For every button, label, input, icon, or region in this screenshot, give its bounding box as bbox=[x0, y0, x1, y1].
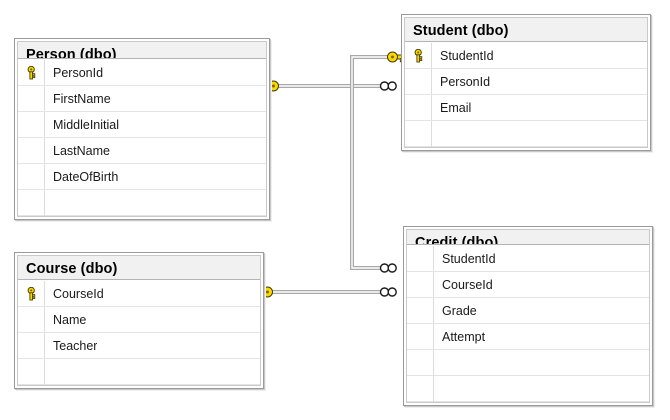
infinity-icon bbox=[379, 263, 397, 273]
relationship-person-student[interactable] bbox=[258, 80, 397, 92]
key-gutter-divider bbox=[431, 43, 432, 147]
field-name: PersonId bbox=[53, 65, 104, 80]
table-title[interactable]: Credit (dbo) bbox=[407, 230, 649, 245]
empty-field-row[interactable] bbox=[405, 121, 647, 147]
field-name: FirstName bbox=[53, 91, 111, 106]
key-cell bbox=[18, 86, 44, 111]
empty-field-row[interactable] bbox=[18, 359, 260, 385]
field-row[interactable]: StudentId bbox=[405, 43, 647, 69]
field-name: Name bbox=[53, 312, 87, 327]
field-row[interactable]: Attempt bbox=[407, 324, 649, 350]
field-row[interactable]: PersonId bbox=[405, 69, 647, 95]
key-cell bbox=[407, 272, 433, 297]
field-name: DateOfBirth bbox=[53, 169, 119, 184]
key-cell bbox=[18, 307, 44, 332]
field-name: LastName bbox=[53, 143, 110, 158]
key-cell bbox=[407, 298, 433, 323]
field-row[interactable]: Email bbox=[405, 95, 647, 121]
field-name: CourseId bbox=[53, 286, 104, 301]
key-cell bbox=[18, 138, 44, 163]
primary-key-icon bbox=[414, 48, 422, 62]
key-cell bbox=[18, 112, 44, 137]
table-title[interactable]: Course (dbo) bbox=[18, 256, 260, 280]
infinity-icon bbox=[379, 287, 397, 297]
key-cell bbox=[407, 324, 433, 349]
empty-field-row[interactable] bbox=[407, 350, 649, 376]
table-title[interactable]: Student (dbo) bbox=[405, 18, 647, 42]
field-row[interactable]: CourseId bbox=[407, 272, 649, 298]
key-cell bbox=[405, 69, 431, 94]
field-name: Grade bbox=[442, 303, 477, 318]
field-name: Attempt bbox=[442, 329, 486, 344]
key-gutter-divider bbox=[433, 246, 434, 402]
field-row[interactable]: DateOfBirth bbox=[18, 164, 266, 190]
field-name: StudentId bbox=[442, 251, 496, 266]
key-cell bbox=[405, 43, 431, 68]
field-row[interactable]: PersonId bbox=[18, 60, 266, 86]
table-title[interactable]: Person (dbo) bbox=[18, 42, 266, 59]
relationship-course-credit[interactable] bbox=[252, 286, 397, 298]
key-gutter-divider bbox=[44, 281, 45, 385]
field-row[interactable]: Grade bbox=[407, 298, 649, 324]
field-row[interactable]: LastName bbox=[18, 138, 266, 164]
key-cell bbox=[407, 246, 433, 271]
key-cell bbox=[18, 333, 44, 358]
field-row[interactable]: CourseId bbox=[18, 281, 260, 307]
key-cell bbox=[18, 60, 44, 85]
key-cell bbox=[405, 95, 431, 120]
field-name: StudentId bbox=[440, 48, 494, 63]
field-name: PersonId bbox=[440, 74, 491, 89]
key-gutter-divider bbox=[44, 60, 45, 216]
key-cell bbox=[18, 281, 44, 306]
primary-key-icon bbox=[27, 65, 35, 79]
relationship-student-credit[interactable] bbox=[350, 51, 408, 273]
field-row[interactable]: Teacher bbox=[18, 333, 260, 359]
field-name: Teacher bbox=[53, 338, 98, 353]
infinity-icon bbox=[379, 81, 397, 91]
empty-field-row[interactable] bbox=[18, 190, 266, 216]
field-row[interactable]: MiddleInitial bbox=[18, 112, 266, 138]
field-name: CourseId bbox=[442, 277, 493, 292]
field-row[interactable]: Name bbox=[18, 307, 260, 333]
key-cell bbox=[18, 164, 44, 189]
field-row[interactable]: StudentId bbox=[407, 246, 649, 272]
empty-field-row[interactable] bbox=[407, 376, 649, 402]
field-name: MiddleInitial bbox=[53, 117, 120, 132]
field-name: Email bbox=[440, 100, 472, 115]
field-row[interactable]: FirstName bbox=[18, 86, 266, 112]
primary-key-icon bbox=[27, 286, 35, 300]
